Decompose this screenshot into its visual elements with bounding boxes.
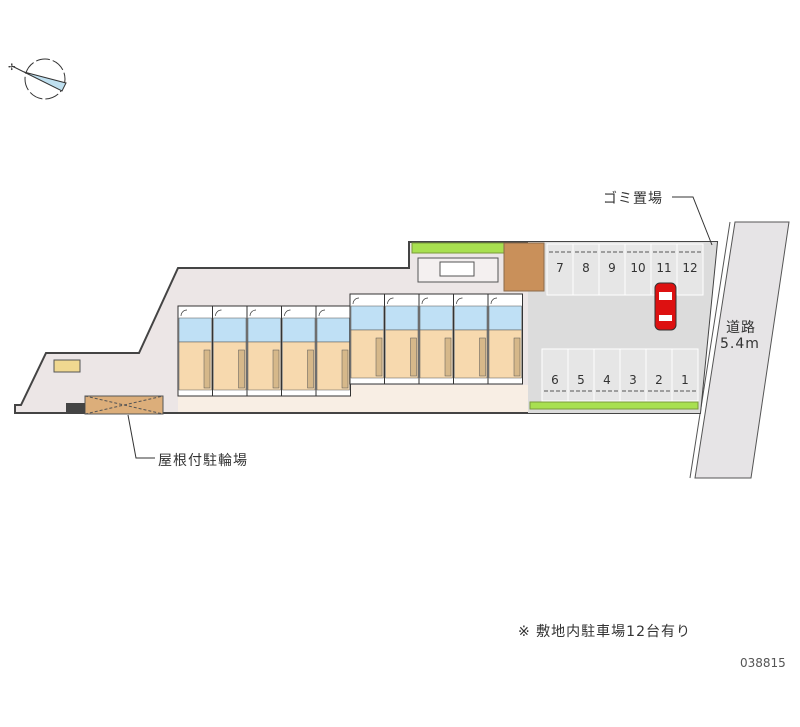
compass-icon: ✢ bbox=[8, 58, 67, 100]
apartment-unit bbox=[212, 305, 248, 397]
apartment-unit bbox=[177, 305, 213, 397]
parking-spaces: 7 8 9 10 11 12 6 5 4 3 2 1 bbox=[541, 243, 704, 402]
parking-space-number: 1 bbox=[681, 373, 689, 387]
parking-space-6: 6 bbox=[541, 348, 569, 402]
parking-note: ※ 敷地内駐車場12台有り bbox=[518, 624, 691, 640]
apartment-unit bbox=[418, 293, 454, 385]
parking-space-number: 12 bbox=[682, 261, 697, 275]
parking-space-number: 11 bbox=[656, 261, 671, 275]
parking-space-1: 1 bbox=[671, 348, 699, 402]
parking-space-number: 9 bbox=[608, 261, 616, 275]
hedge bbox=[529, 401, 699, 410]
bicycle-parking-label: 屋根付駐輪場 bbox=[158, 453, 248, 469]
apartment-unit bbox=[246, 305, 282, 397]
parking-space-9: 9 bbox=[598, 243, 626, 296]
parking-space-number: 6 bbox=[551, 373, 559, 387]
hedge bbox=[411, 242, 505, 254]
car-icon bbox=[654, 282, 677, 331]
parking-space-3: 3 bbox=[619, 348, 647, 402]
parking-space-8: 8 bbox=[572, 243, 600, 296]
parking-space-number: 10 bbox=[630, 261, 645, 275]
parking-space-number: 3 bbox=[629, 373, 637, 387]
parking-space-10: 10 bbox=[624, 243, 652, 296]
garbage-area-label: ゴミ置場 bbox=[603, 191, 663, 207]
parking-space-2: 2 bbox=[645, 348, 673, 402]
svg-text:✢: ✢ bbox=[8, 63, 16, 73]
parking-space-number: 4 bbox=[603, 373, 611, 387]
road bbox=[694, 221, 790, 479]
road-label: 道路 bbox=[726, 320, 756, 336]
apartment-unit bbox=[281, 305, 317, 397]
apartment-units bbox=[177, 293, 523, 397]
parking-space-number: 7 bbox=[556, 261, 564, 275]
stairs bbox=[417, 257, 499, 283]
apartment-unit bbox=[487, 293, 523, 385]
paving bbox=[503, 242, 545, 292]
apartment-unit bbox=[315, 305, 351, 397]
parking-space-12: 12 bbox=[676, 243, 704, 296]
parking-space-number: 8 bbox=[582, 261, 590, 275]
parking-space-number: 2 bbox=[655, 373, 663, 387]
property-code: 038815 bbox=[740, 656, 786, 670]
apartment-unit bbox=[384, 293, 420, 385]
road-width-label: 5.4m bbox=[720, 336, 760, 352]
apartment-unit bbox=[349, 293, 385, 385]
storage-box bbox=[53, 359, 81, 373]
apartment-unit bbox=[453, 293, 489, 385]
parking-space-4: 4 bbox=[593, 348, 621, 402]
parking-space-5: 5 bbox=[567, 348, 595, 402]
parking-space-number: 5 bbox=[577, 373, 585, 387]
parking-space-7: 7 bbox=[546, 243, 574, 296]
